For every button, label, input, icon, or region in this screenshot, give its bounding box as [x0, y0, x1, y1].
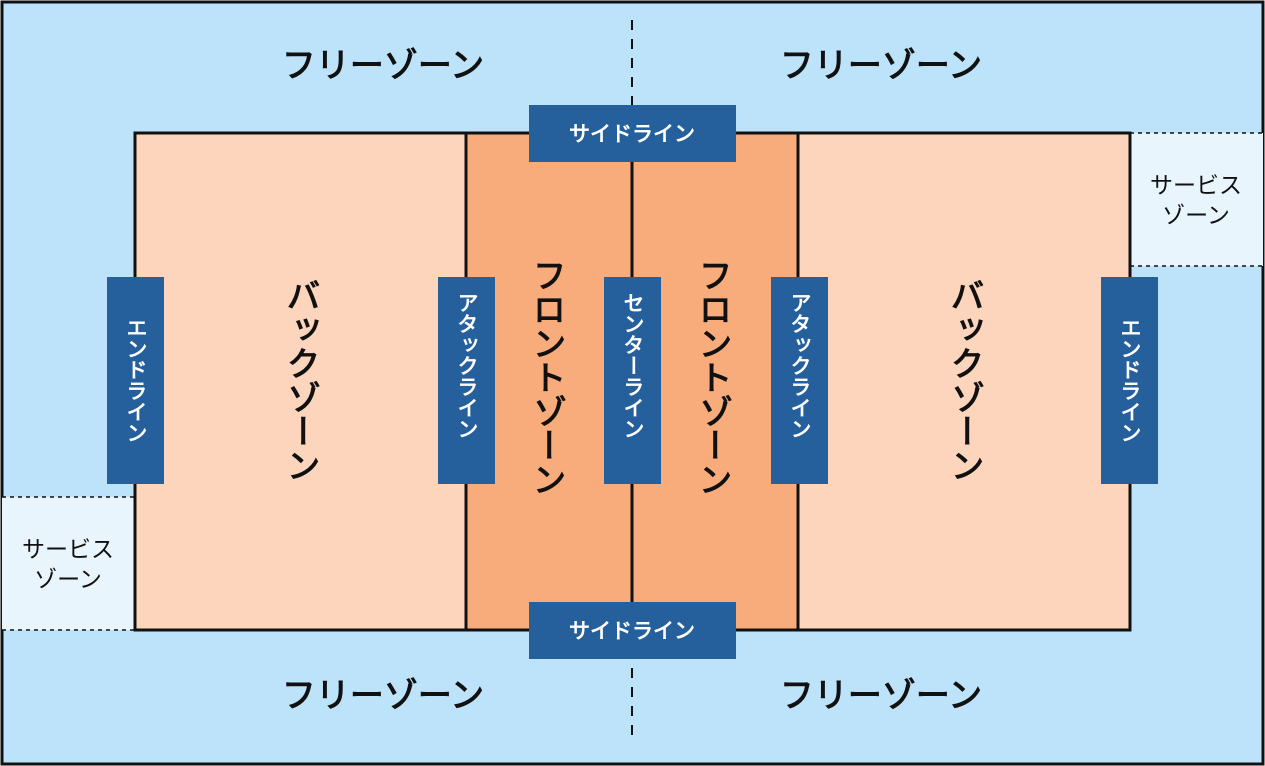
center-line-box: [604, 277, 661, 484]
end-line-box-left: [107, 277, 164, 484]
free-zone-label-bottom-left: フリーゾーン: [282, 676, 484, 716]
center-line-label: センターライン: [621, 292, 645, 439]
attack-line-label-right: アタックライン: [788, 292, 812, 439]
free-zone-label-top-right: フリーゾーン: [780, 46, 982, 86]
service-zone-label-left-line2: ゾーン: [34, 567, 102, 593]
service-zone-left: [2, 497, 135, 630]
service-zone-label-right-line1: サービス: [1150, 173, 1242, 199]
end-line-label-left: エンドライン: [124, 317, 148, 443]
attack-line-box-left: [438, 277, 495, 484]
back-zone-right: [798, 133, 1130, 630]
back-zone-left: [135, 133, 466, 630]
side-line-label-top: サイドライン: [569, 122, 695, 146]
side-line-box-bottom: [529, 602, 736, 659]
free-zone-label-bottom-right: フリーゾーン: [780, 676, 982, 716]
front-zone-label-right: フロントゾーン: [692, 258, 732, 496]
service-zone-label-right-line2: ゾーン: [1162, 203, 1230, 229]
front-zone-label-left: フロントゾーン: [526, 258, 566, 496]
free-zone-label-top-left: フリーゾーン: [282, 46, 484, 86]
attack-line-label-left: アタックライン: [455, 292, 479, 439]
end-line-box-right: [1101, 277, 1158, 484]
side-line-label-bottom: サイドライン: [569, 619, 695, 643]
end-line-label-right: エンドライン: [1118, 317, 1142, 443]
side-line-box-top: [529, 105, 736, 162]
back-zone-label-left: バックゾーン: [280, 278, 320, 482]
service-zone-right: [1130, 133, 1263, 266]
attack-line-box-right: [771, 277, 828, 484]
service-zone-label-left-line1: サービス: [22, 537, 114, 563]
back-zone-label-right: バックゾーン: [944, 278, 984, 482]
